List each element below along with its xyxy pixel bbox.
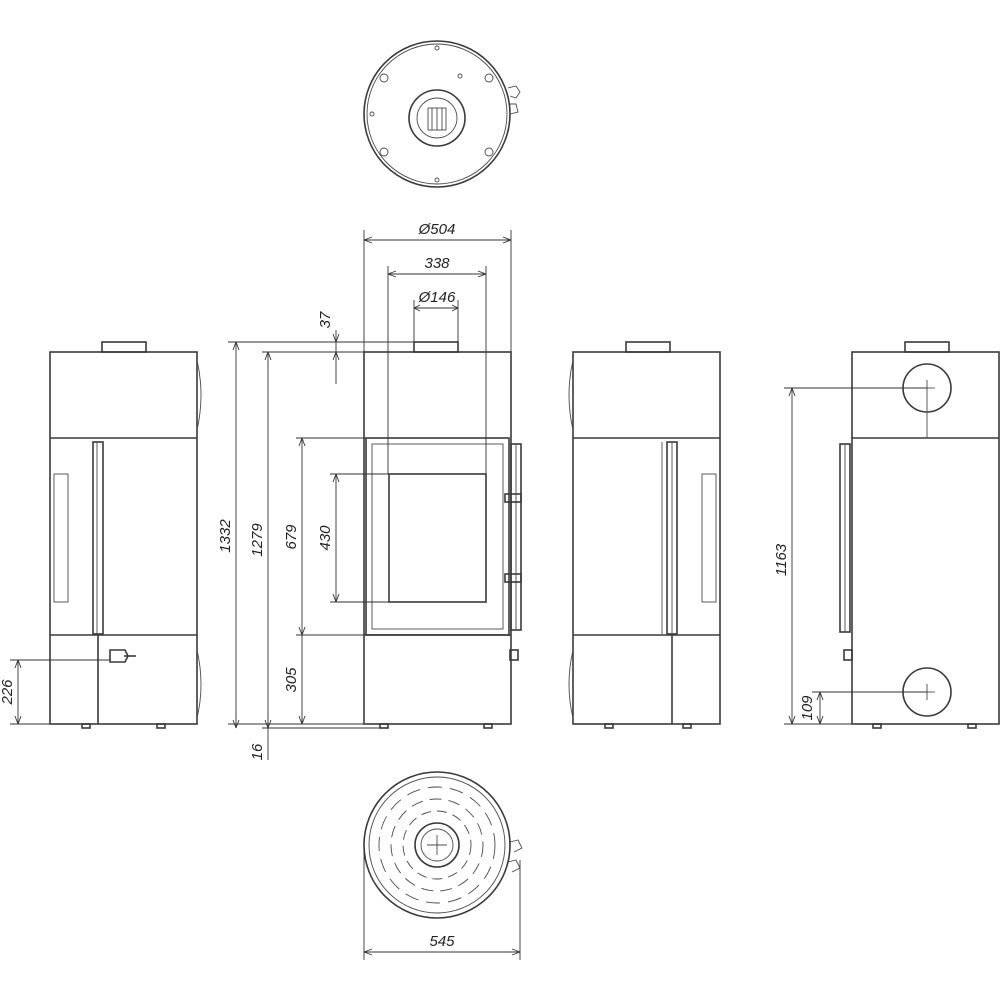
dim-height-flue-center: 1279 [249, 523, 266, 557]
dim-top-offset: 37 [317, 311, 334, 328]
dim-width-338: 338 [424, 255, 450, 272]
right-side-view [568, 341, 721, 729]
dim-rear-height-bottom: 109 [799, 695, 816, 721]
dim-ash-height: 226 [0, 679, 16, 706]
dim-height-glass: 430 [317, 525, 334, 551]
dim-flue-diameter: Ø146 [418, 289, 456, 306]
dim-feet: 16 [249, 743, 266, 760]
dim-height-total: 1332 [217, 519, 234, 553]
rear-view [839, 341, 1000, 729]
front-view [363, 341, 522, 729]
dim-height-base: 305 [283, 667, 300, 693]
dim-diameter-body: Ø504 [418, 221, 456, 238]
dim-rear-height-top: 1163 [773, 543, 790, 576]
dimension-labels: Ø504 338 Ø146 37 1332 1279 679 430 305 1… [0, 221, 816, 950]
bottom-view [363, 771, 523, 919]
left-side-view [49, 341, 202, 729]
dim-height-door: 679 [283, 524, 300, 550]
dimension-lines [10, 230, 927, 960]
dim-width-base: 545 [429, 933, 455, 950]
top-view [363, 40, 521, 188]
